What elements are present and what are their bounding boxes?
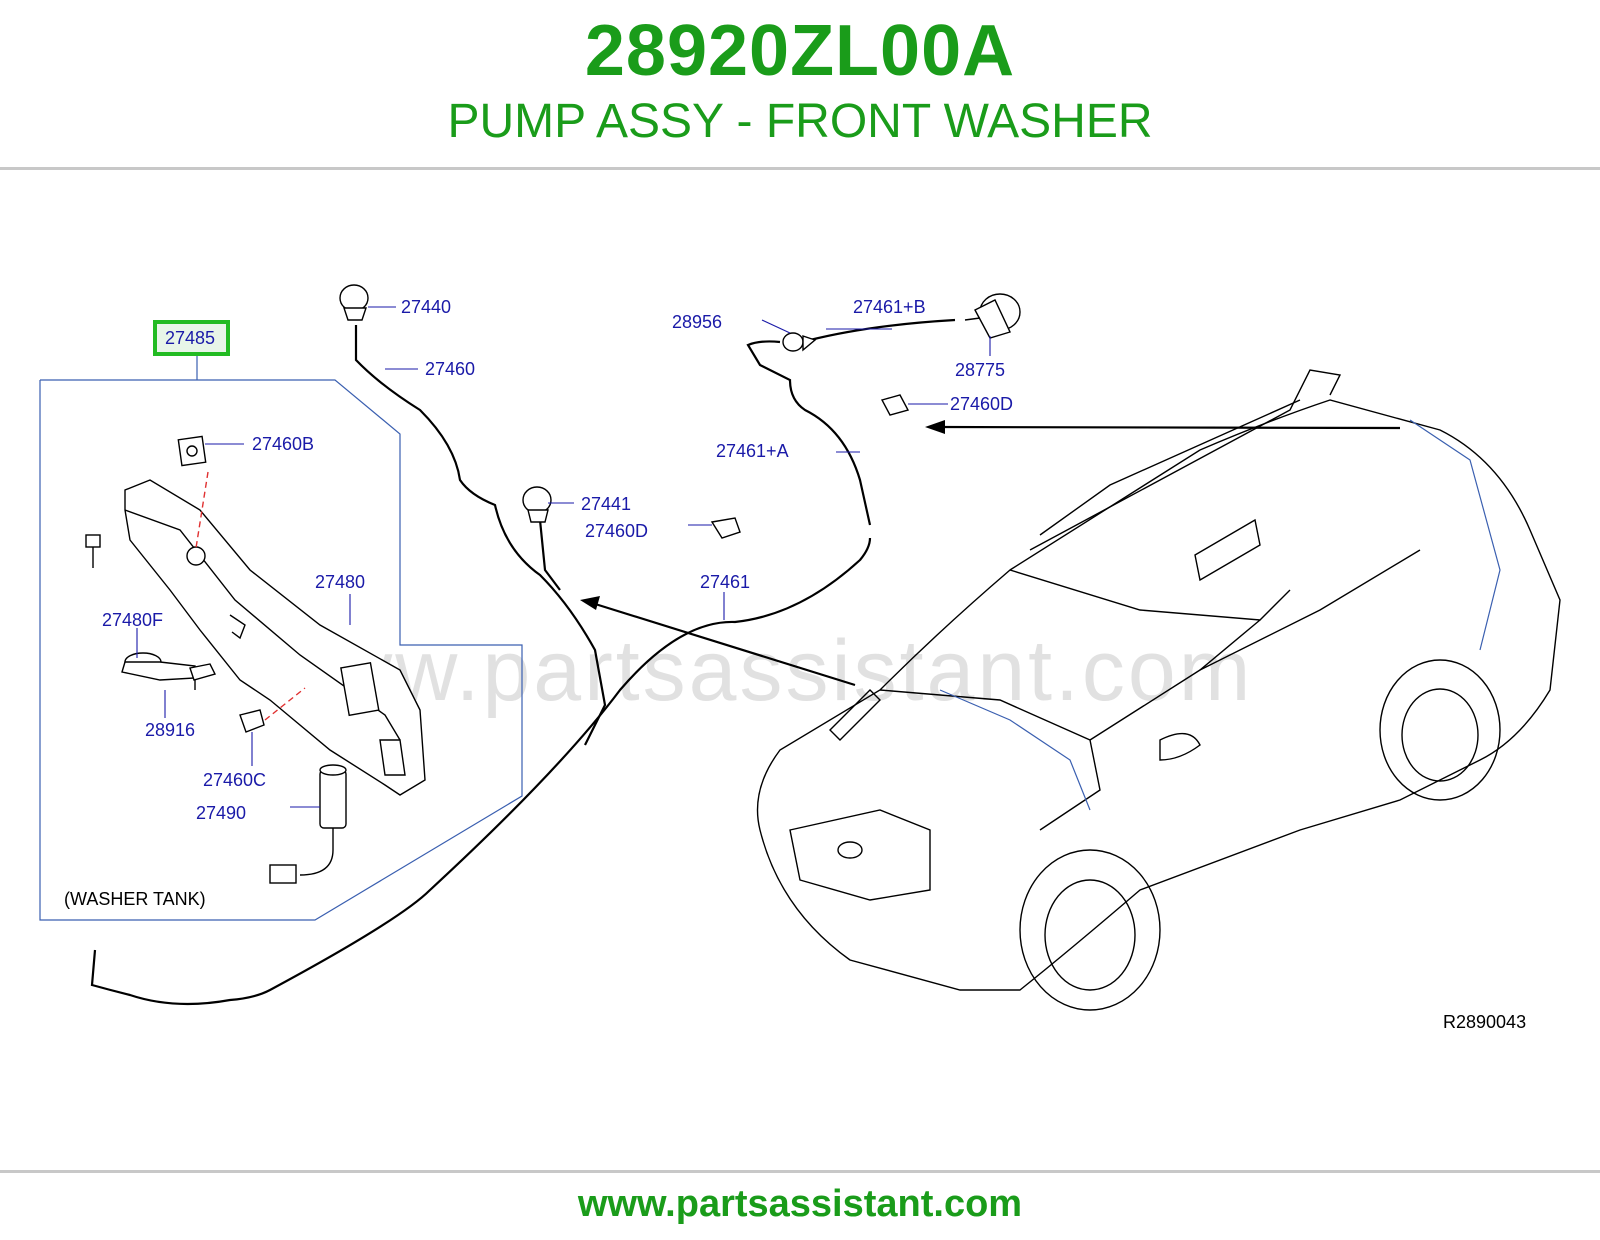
nozzle-27441 <box>522 486 552 523</box>
hose-27461A <box>746 340 872 526</box>
check-valve-28956 <box>782 332 817 352</box>
part-number-title: 28920ZL00A <box>584 11 1016 91</box>
grommet-27460C <box>239 709 265 733</box>
part-name-subtitle: PUMP ASSY - FRONT WASHER <box>447 95 1153 148</box>
grommet-27460B <box>177 435 207 467</box>
callout-27490[interactable]: 27490 <box>196 803 246 823</box>
arrow-to-front-nozzles <box>580 596 856 687</box>
callout-27441[interactable]: 27441 <box>581 494 631 514</box>
hose-27460 <box>354 325 607 746</box>
footer-url[interactable]: www.partsassistant.com <box>577 1183 1023 1225</box>
parts-diagram: www.partsassistant.com <box>39 284 1561 1032</box>
washer-tank-group-outline <box>39 379 523 921</box>
highlight-27485 <box>153 320 230 356</box>
callout-28775[interactable]: 28775 <box>955 360 1005 380</box>
callout-27460D-right[interactable]: 27460D <box>950 394 1013 414</box>
callout-27480[interactable]: 27480 <box>315 572 365 592</box>
arrow-to-rear-clip <box>925 420 1401 434</box>
clip-27460D-right <box>880 394 910 416</box>
clip-27460D-left <box>710 517 741 539</box>
washer-tank <box>124 479 426 796</box>
callout-27460C[interactable]: 27460C <box>203 770 266 790</box>
hose-27441 <box>538 519 561 591</box>
rear-pump-28775 <box>964 293 1021 339</box>
assembly-line-27460C <box>264 687 306 721</box>
leader-lines <box>136 306 991 808</box>
callout-27461B[interactable]: 27461+B <box>853 297 926 317</box>
assembly-line-27460B <box>195 471 209 549</box>
hose-27461 <box>90 537 872 1006</box>
watermark-text: www.partsassistant.com <box>264 623 1253 719</box>
vehicle-illustration <box>756 369 1561 1011</box>
callout-27440[interactable]: 27440 <box>401 297 451 317</box>
callout-27461A[interactable]: 27461+A <box>716 441 789 461</box>
washer-tank-label: (WASHER TANK) <box>64 889 206 909</box>
bolt <box>85 534 101 568</box>
callout-28916[interactable]: 28916 <box>145 720 195 740</box>
filler-neck-27480F <box>121 652 217 690</box>
reference-code: R2890043 <box>1443 1012 1526 1032</box>
header: 28920ZL00A PUMP ASSY - FRONT WASHER <box>0 0 1600 170</box>
callout-27460[interactable]: 27460 <box>425 359 475 379</box>
callout-27485[interactable]: 27485 <box>165 328 215 348</box>
nozzle-27440 <box>339 284 369 321</box>
top-divider <box>0 167 1600 170</box>
callout-27460B[interactable]: 27460B <box>252 434 314 454</box>
washer-pump-27490 <box>269 764 347 884</box>
callout-27460D-left[interactable]: 27460D <box>585 521 648 541</box>
hose-27461B <box>809 318 956 342</box>
callout-27461[interactable]: 27461 <box>700 572 750 592</box>
bottom-divider <box>0 1170 1600 1173</box>
callout-27480F[interactable]: 27480F <box>102 610 163 630</box>
callout-28956[interactable]: 28956 <box>672 312 722 332</box>
